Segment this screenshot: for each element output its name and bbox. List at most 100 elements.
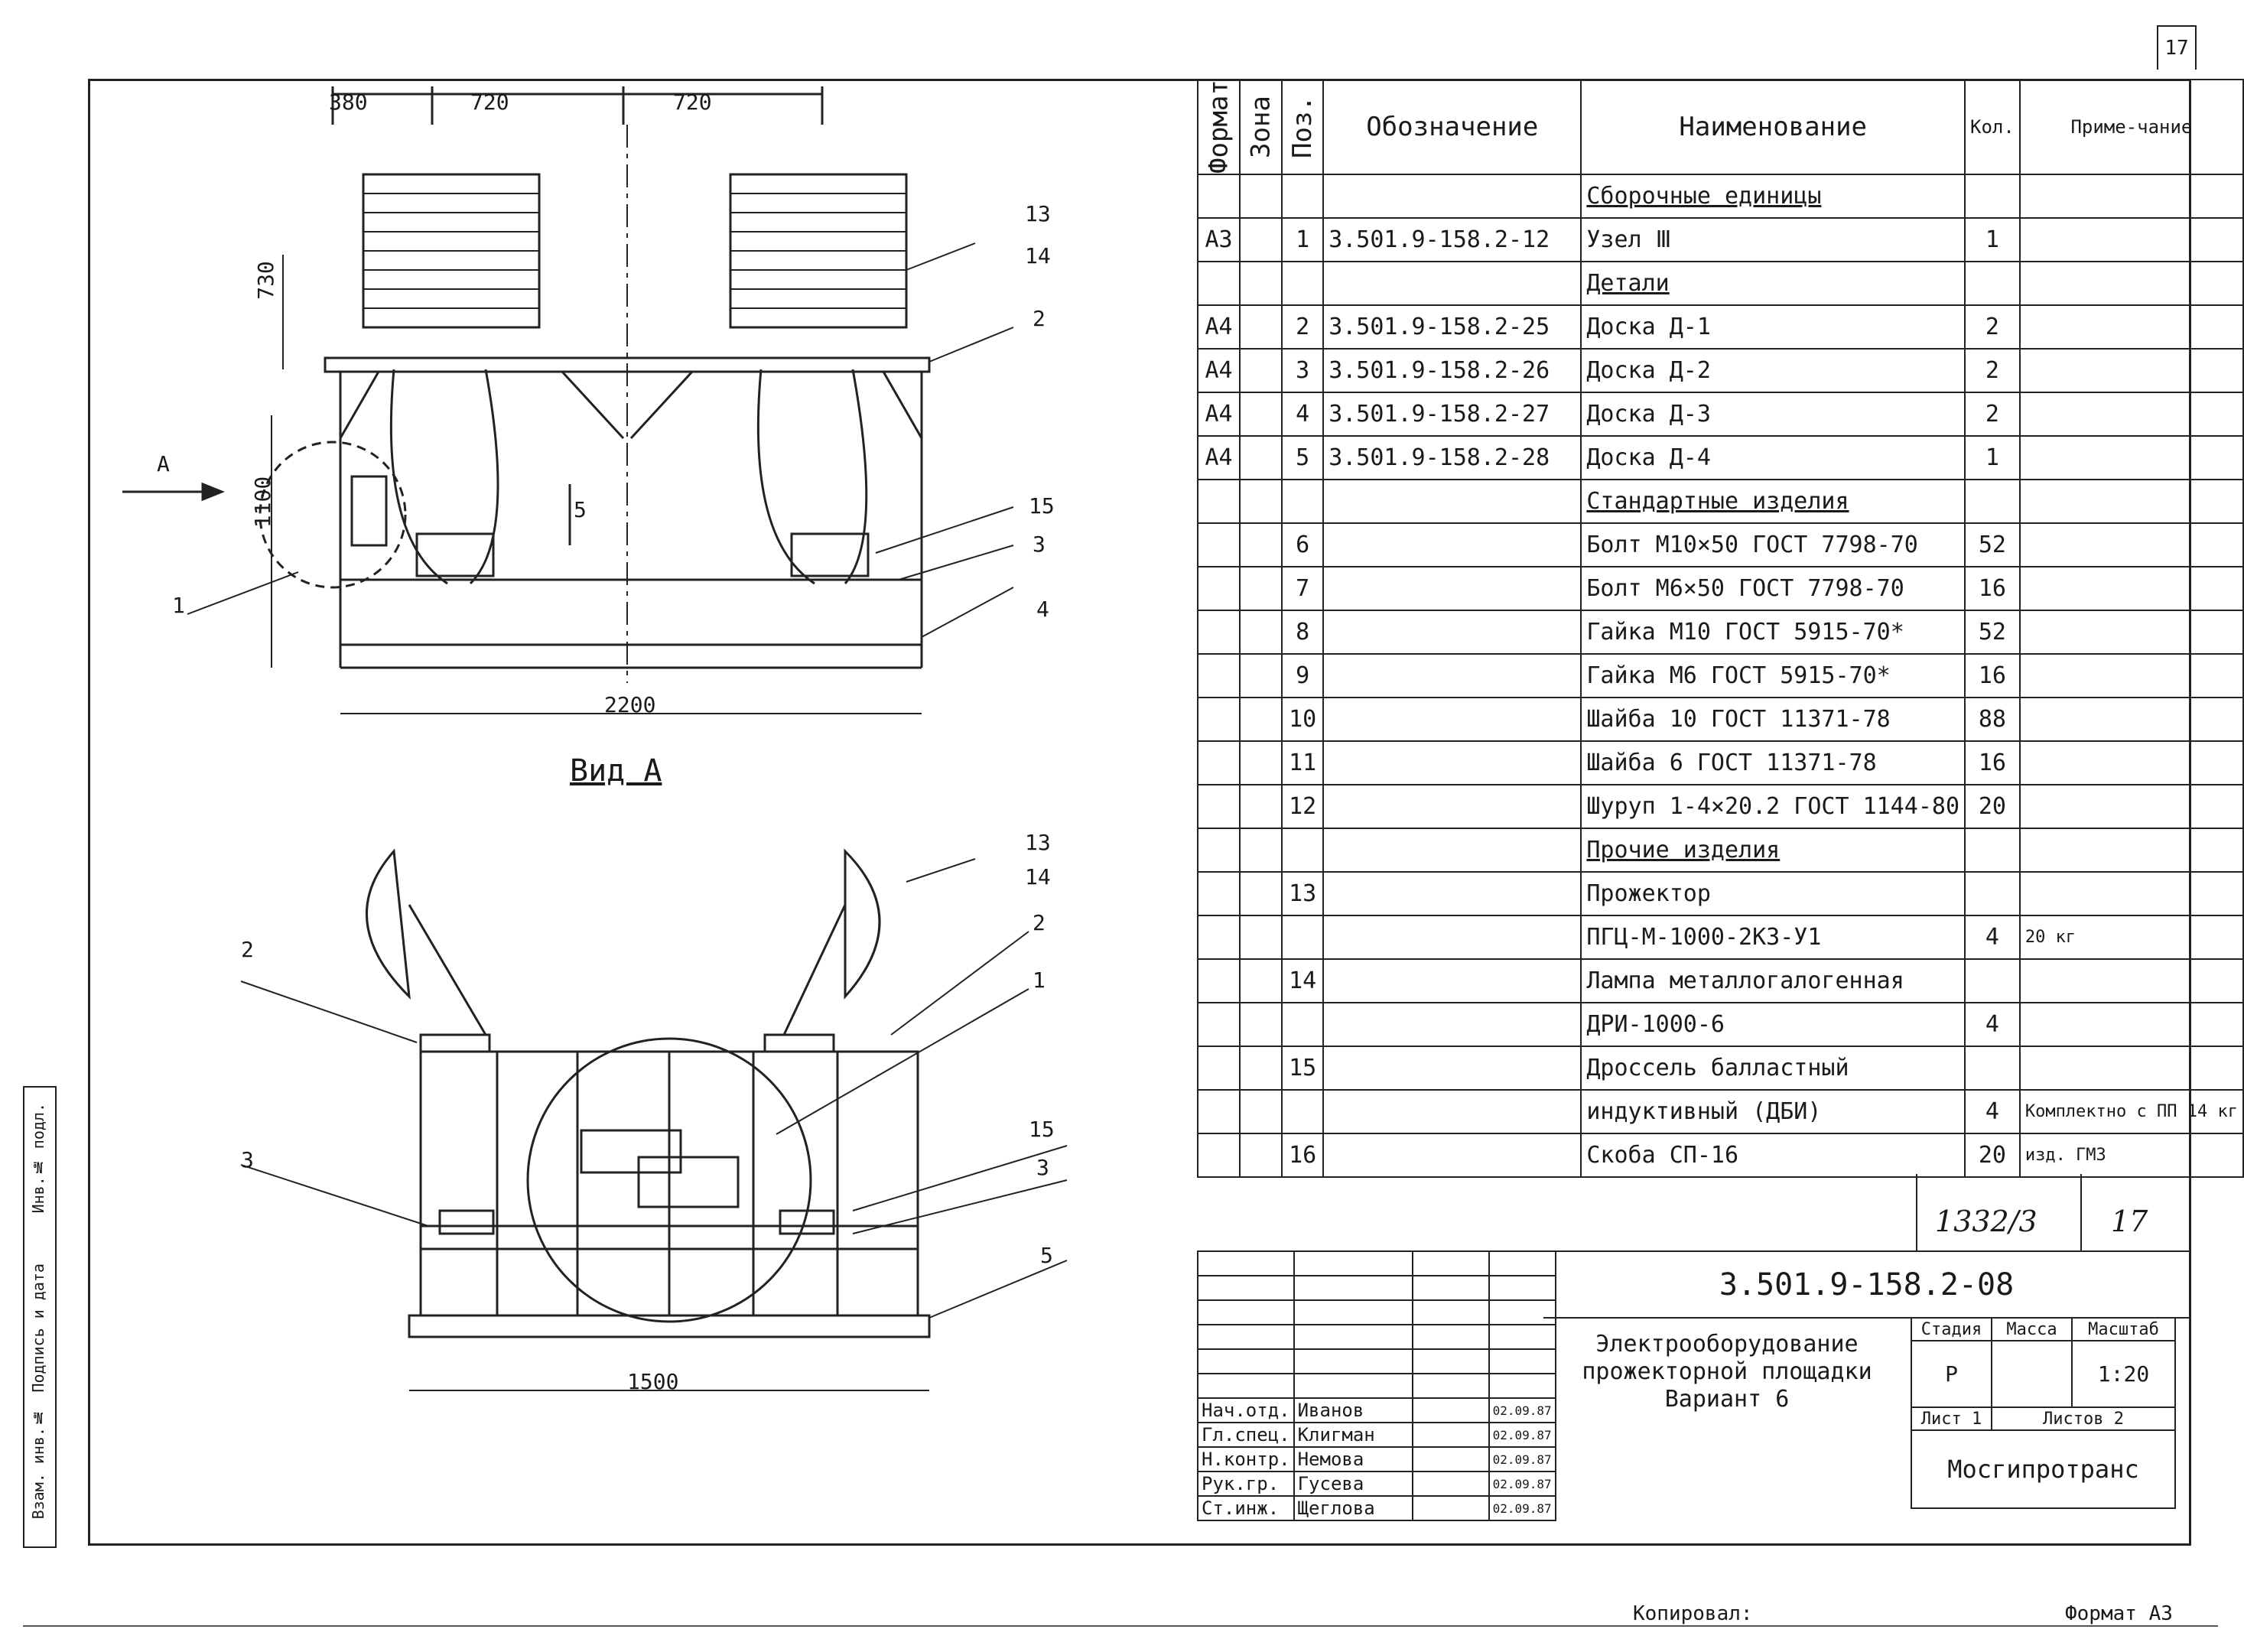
spec-cell-pos xyxy=(1281,479,1325,524)
spec-cell-qty xyxy=(1964,1046,2021,1091)
spec-cell-zone xyxy=(1239,392,1283,437)
spec-cell-fmt: А4 xyxy=(1196,304,1241,350)
view-arrow-label: А xyxy=(157,451,170,476)
spec-header-name: Наименование xyxy=(1580,79,1966,175)
callout-2: 2 xyxy=(1033,306,1046,331)
dim-1100: 1100 xyxy=(250,476,276,528)
specification-table: Формат Зона Поз. Обозначение Наименовани… xyxy=(1196,79,2244,1178)
spec-cell-note: 20 кг xyxy=(2018,915,2244,960)
spec-cell-name: Прожектор xyxy=(1580,871,1966,916)
ref-divider-1 xyxy=(1916,1174,1917,1250)
spec-cell-note: изд. ГМЗ xyxy=(2018,1133,2244,1178)
spec-cell-name: индуктивный (ДБИ) xyxy=(1580,1089,1966,1134)
spec-cell-name: Болт М6×50 ГОСТ 7798-70 xyxy=(1580,566,1966,611)
spec-cell-zone xyxy=(1239,174,1283,219)
dim-2200: 2200 xyxy=(604,692,656,717)
spec-cell-qty xyxy=(1964,958,2021,1003)
spec-cell-des: 3.501.9-158.2-26 xyxy=(1322,348,1582,393)
spec-cell-note xyxy=(2018,1002,2244,1047)
spec-cell-name: Доска Д-2 xyxy=(1580,348,1966,393)
spec-cell-zone xyxy=(1239,1002,1283,1047)
spec-cell-fmt xyxy=(1196,740,1241,785)
spec-cell-name: Шайба 6 ГОСТ 11371-78 xyxy=(1580,740,1966,785)
signer-name: Иванов xyxy=(1293,1397,1413,1423)
spec-cell-fmt xyxy=(1196,784,1241,829)
spec-cell-des: 3.501.9-158.2-27 xyxy=(1322,392,1582,437)
org-name: Мосгипротранс xyxy=(1911,1429,2176,1509)
spec-cell-pos: 10 xyxy=(1281,697,1325,742)
signer-date: 02.09.87 xyxy=(1488,1471,1556,1497)
spec-cell-des xyxy=(1322,958,1582,1003)
signer-date: 02.09.87 xyxy=(1488,1446,1556,1472)
spec-cell-name: Скоба СП-16 xyxy=(1580,1133,1966,1178)
spec-cell-name: Шуруп 1-4×20.2 ГОСТ 1144-80 xyxy=(1580,784,1966,829)
spec-cell-qty: 52 xyxy=(1964,522,2021,567)
spec-header-note: Приме-чание xyxy=(2018,79,2244,175)
spec-cell-name: Прочие изделия xyxy=(1580,828,1966,873)
spec-cell-name: ПГЦ-М-1000-2К3-У1 xyxy=(1580,915,1966,960)
callout-15: 15 xyxy=(1029,493,1055,519)
spec-row: 13 Прожектор xyxy=(1196,871,2244,916)
spec-cell-fmt: А4 xyxy=(1196,348,1241,393)
scale-value: 1:20 xyxy=(2071,1340,2176,1408)
spec-cell-fmt xyxy=(1196,1046,1241,1091)
stage-label: Стадия xyxy=(1911,1317,1992,1341)
spec-cell-pos: 8 xyxy=(1281,610,1325,655)
spec-cell-note xyxy=(2018,740,2244,785)
spec-cell-note xyxy=(2018,217,2244,262)
spec-cell-qty: 4 xyxy=(1964,1089,2021,1134)
spec-cell-name: Болт М10×50 ГОСТ 7798-70 xyxy=(1580,522,1966,567)
spec-cell-qty: 16 xyxy=(1964,740,2021,785)
signer-date: 02.09.87 xyxy=(1488,1422,1556,1448)
signer-signature xyxy=(1411,1422,1490,1448)
spec-cell-des: 3.501.9-158.2-25 xyxy=(1322,304,1582,350)
side-stamp-sign: Подпись и дата xyxy=(29,1263,47,1393)
spec-cell-qty: 1 xyxy=(1964,217,2021,262)
spec-cell-pos: 9 xyxy=(1281,653,1325,698)
spec-cell-name: Стандартные изделия xyxy=(1580,479,1966,524)
spec-cell-qty: 16 xyxy=(1964,566,2021,611)
dim-1500: 1500 xyxy=(627,1369,679,1394)
spec-cell-zone xyxy=(1239,871,1283,916)
signer-role: Ст.инж. xyxy=(1197,1495,1295,1521)
callout-4: 4 xyxy=(1036,597,1049,622)
spec-cell-qty xyxy=(1964,871,2021,916)
handwritten-sheet: 17 xyxy=(2111,1205,2148,1238)
title-text: Электрооборудование прожекторной площадк… xyxy=(1543,1331,1911,1413)
callout-3: 3 xyxy=(1033,532,1046,557)
spec-cell-zone xyxy=(1239,479,1283,524)
signer-name: Гусева xyxy=(1293,1471,1413,1497)
spec-cell-pos: 14 xyxy=(1281,958,1325,1003)
spec-cell-pos: 13 xyxy=(1281,871,1325,916)
spec-cell-des xyxy=(1322,261,1582,306)
spec-cell-fmt xyxy=(1196,566,1241,611)
spec-cell-pos xyxy=(1281,828,1325,873)
spec-cell-zone xyxy=(1239,566,1283,611)
spec-cell-zone xyxy=(1239,697,1283,742)
spec-cell-des xyxy=(1322,522,1582,567)
spec-cell-zone xyxy=(1239,740,1283,785)
spec-cell-qty: 2 xyxy=(1964,304,2021,350)
spec-cell-zone xyxy=(1239,784,1283,829)
spec-cell-des: 3.501.9-158.2-12 xyxy=(1322,217,1582,262)
spec-cell-pos: 4 xyxy=(1281,392,1325,437)
spec-cell-note xyxy=(2018,392,2244,437)
spec-cell-name: Доска Д-4 xyxy=(1580,435,1966,480)
spec-cell-note xyxy=(2018,697,2244,742)
spec-cell-pos: 16 xyxy=(1281,1133,1325,1178)
spec-cell-des xyxy=(1322,1002,1582,1047)
